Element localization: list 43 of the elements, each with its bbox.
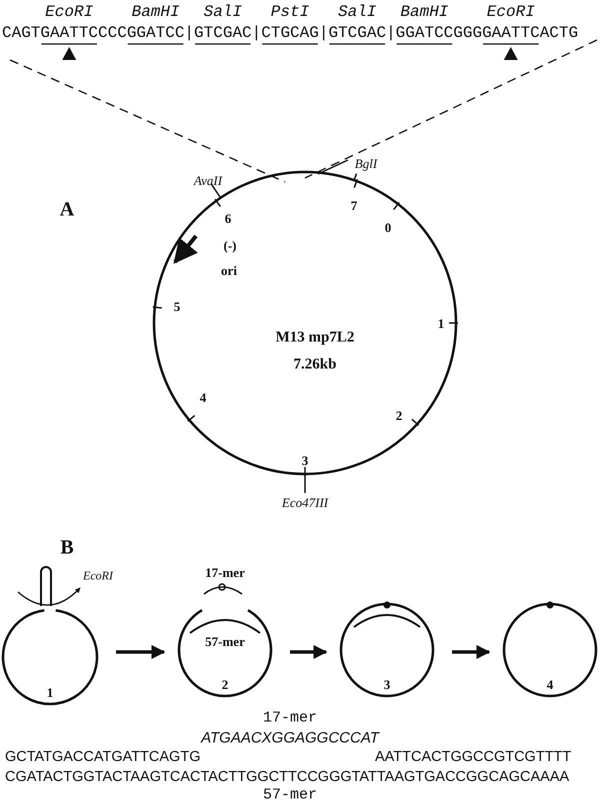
step-number: 4 [546,677,554,693]
arrow [116,645,166,659]
plasmid-label: M13 mp7L2 [276,330,354,346]
oligo-label: 17-mer [205,565,245,581]
step-number: 3 [384,677,390,693]
oligo-label: 17-mer [263,710,317,726]
map-position: 7 [350,198,358,214]
site-label: BglI [354,156,378,172]
enzyme-label: SalI [204,3,242,21]
region-label: (-) [224,238,236,254]
enzyme-label: EcoRI [486,3,535,21]
circle-node [503,603,597,697]
dna-sequence: ATGAACXGGAGGCCCAT [201,730,379,746]
enzyme-label: EcoRI [45,3,94,21]
map-position: 5 [174,299,180,315]
panel-label: B [60,536,74,560]
arrow [452,645,490,659]
dna-sequence: CGATACTGGTACTAAGTCACTACTTGGCTTCCGGGTATTAAGTGACCGGCAGCAAAA [5,769,570,785]
plasmid-label: 7.26kb [294,356,336,374]
site-label: AvaII [194,173,222,189]
panel-label: A [60,198,74,222]
dna-sequence: CAGTGAATTCCCCGGATCC|GTCGAC|CTGCAG|GTCGAC|GGATCCGGGGAATTCACTG [2,24,578,42]
enzyme-label: EcoRI [83,568,113,584]
dna-sequence: GCTATGACCATGATTCAGTG [5,749,200,765]
arrow [290,645,328,659]
map-position: 1 [438,316,444,332]
enzyme-label: BamHI [132,3,180,21]
oligo-label: 57-mer [263,786,317,802]
enzyme-label: PstI [270,3,310,21]
region-label: ori [221,263,237,279]
circle-node [340,603,434,697]
dna-sequence: AATTCACTGGCCGTCGTTTT [375,749,572,765]
enzyme-label: BamHI [400,3,448,21]
node-label: 57-mer [205,634,245,650]
site-label: Eco47III [282,495,328,511]
step-number: 1 [46,685,54,701]
enzyme-label: SalI [338,3,376,21]
map-position: 4 [200,390,206,406]
map-position: 6 [224,211,232,227]
map-position: 0 [384,220,392,236]
map-position: 2 [396,408,402,424]
step-number: 2 [222,677,228,693]
map-position: 3 [302,453,308,469]
